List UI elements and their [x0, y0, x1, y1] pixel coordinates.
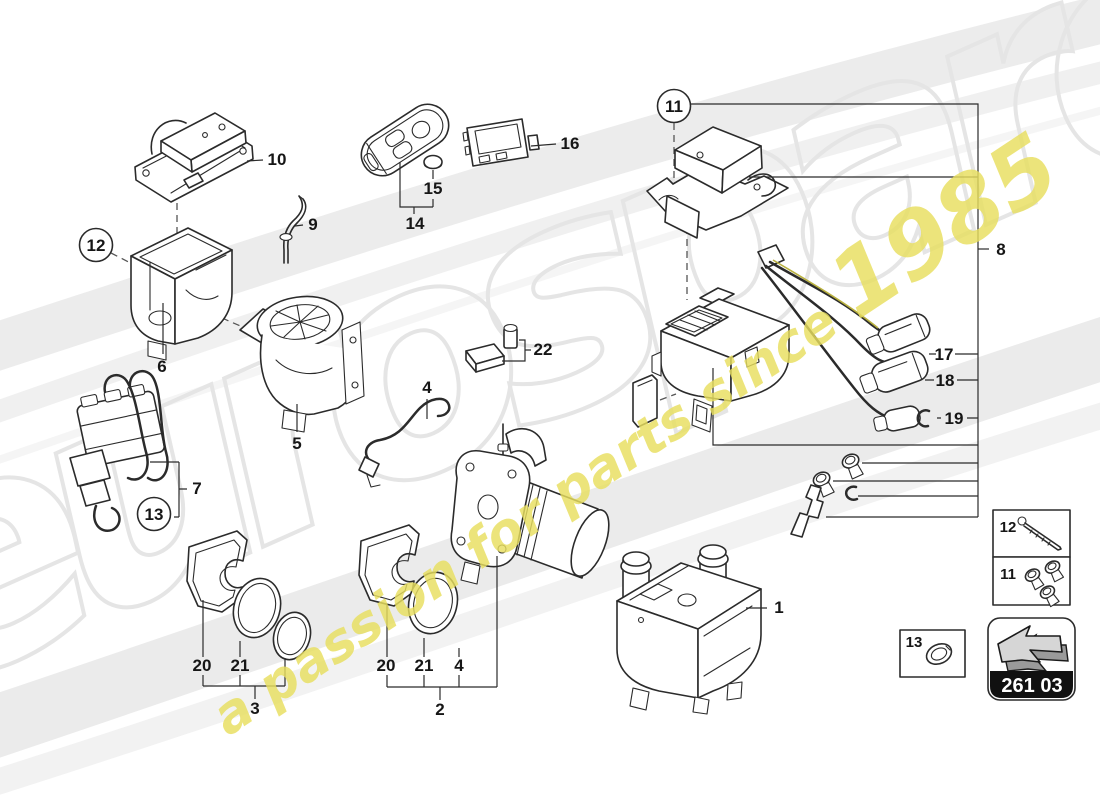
part-heater-ecu: [651, 287, 790, 433]
part-22-fuse: [465, 323, 518, 373]
part-9-pipe: [279, 195, 307, 264]
svg-text:11: 11: [1000, 566, 1016, 583]
callout-9[interactable]: 9: [308, 215, 317, 234]
part-clip: [632, 374, 658, 428]
callout-1[interactable]: 1: [774, 598, 783, 617]
svg-text:13: 13: [906, 634, 923, 651]
part-14-remote-key: [360, 103, 450, 177]
callout-15[interactable]: 15: [424, 179, 443, 198]
part-c-clip: [844, 485, 859, 501]
part-wiring-harness: [757, 244, 931, 432]
diagram-code: 261 03: [1001, 675, 1062, 697]
part-15-battery: [423, 154, 443, 170]
callout-8[interactable]: 8: [996, 240, 1005, 259]
part-16-receiver-unit: [462, 118, 540, 167]
callout-5[interactable]: 5: [292, 434, 301, 453]
svg-text:12: 12: [87, 236, 106, 255]
callout-13-circle[interactable]: 13: [136, 496, 172, 532]
callout-22[interactable]: 22: [534, 340, 553, 359]
part-bolt-a: [841, 453, 864, 480]
callout-12-circle[interactable]: 12: [78, 227, 114, 263]
callout-2[interactable]: 2: [435, 700, 444, 719]
legend-box-screw[interactable]: 12: [992, 509, 1071, 558]
callout-6[interactable]: 6: [157, 357, 166, 376]
callout-10[interactable]: 10: [268, 150, 287, 169]
part-1-heater-unit: [616, 544, 762, 715]
svg-text:12: 12: [1000, 519, 1017, 536]
callout-21-left[interactable]: 21: [231, 656, 250, 675]
callout-14[interactable]: 14: [406, 214, 425, 233]
part-6-housing: [130, 227, 233, 361]
callout-3[interactable]: 3: [250, 699, 259, 718]
legend-box-seal[interactable]: 13: [899, 629, 966, 678]
part-21-oring: [232, 577, 282, 639]
part-burner-motor: [450, 423, 610, 585]
svg-text:13: 13: [145, 505, 164, 524]
callout-17[interactable]: 17: [935, 345, 954, 364]
legend-box-bolts[interactable]: 11: [992, 556, 1071, 608]
callout-19[interactable]: 19: [945, 409, 964, 428]
callout-18[interactable]: 18: [936, 371, 955, 390]
svg-text:11: 11: [665, 97, 683, 116]
part-4-cable: [358, 397, 451, 488]
callout-4-upper[interactable]: 4: [422, 378, 432, 397]
part-21b-oring: [272, 611, 312, 661]
part-5-blower: [239, 295, 365, 433]
part-cover: [646, 126, 789, 239]
back-arrow-icon: [997, 625, 1069, 672]
callout-7[interactable]: 7: [192, 479, 201, 498]
callout-4-lower[interactable]: 4: [454, 656, 464, 675]
callout-20-mid[interactable]: 20: [377, 656, 396, 675]
callout-20-left[interactable]: 20: [193, 656, 212, 675]
callout-16[interactable]: 16: [561, 134, 580, 153]
diagram-code-box[interactable]: 261 03: [987, 617, 1076, 701]
part-bolt-b: [812, 471, 835, 498]
callout-21-mid[interactable]: 21: [415, 656, 434, 675]
part-bracket: [790, 484, 824, 538]
part-21-oring-mid: [407, 571, 459, 635]
part-10-control-module: [134, 112, 254, 203]
part-7-pump: [69, 369, 169, 533]
callout-11-circle[interactable]: 11: [656, 88, 692, 124]
